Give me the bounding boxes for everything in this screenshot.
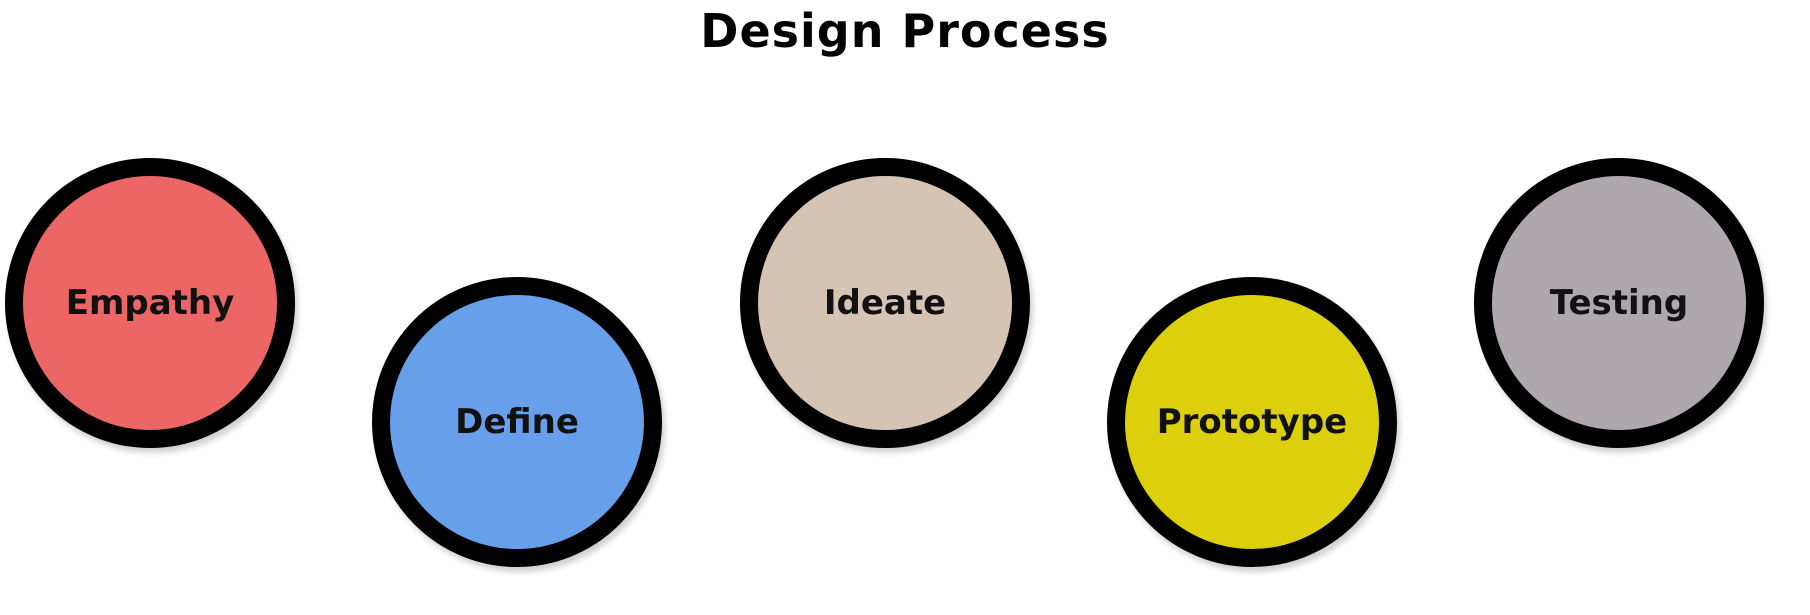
- step-testing: Testing: [1474, 158, 1764, 448]
- step-label-ideate: Ideate: [823, 283, 947, 323]
- step-ideate: Ideate: [740, 158, 1030, 448]
- step-label-define: Define: [455, 402, 579, 442]
- step-prototype: Prototype: [1107, 277, 1397, 567]
- step-label-testing: Testing: [1549, 283, 1689, 323]
- diagram-title: Design Process: [700, 4, 1110, 58]
- step-label-empathy: Empathy: [65, 283, 235, 323]
- step-label-prototype: Prototype: [1156, 402, 1348, 442]
- step-define: Define: [372, 277, 662, 567]
- step-empathy: Empathy: [5, 158, 295, 448]
